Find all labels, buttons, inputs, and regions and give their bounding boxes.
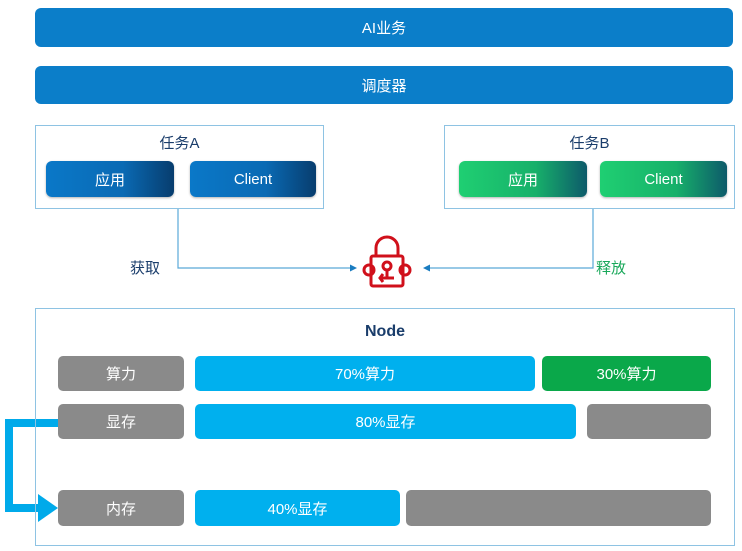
lock-icon xyxy=(362,235,412,288)
task-a-client: Client xyxy=(190,161,316,197)
task-a-box: 任务A xyxy=(35,125,324,209)
node-title: Node xyxy=(365,323,405,340)
task-b-client: Client xyxy=(600,161,727,197)
compute-label: 算力 xyxy=(58,356,184,391)
host-memory-free-segment xyxy=(406,490,711,526)
host-memory-label: 内存 xyxy=(58,490,184,526)
acquire-label: 获取 xyxy=(130,260,161,277)
gpu-memory-label: 显存 xyxy=(58,404,184,439)
task-b-title: 任务B xyxy=(569,135,610,152)
memory-transfer-arrow xyxy=(5,419,58,512)
acquire-arrowhead xyxy=(350,264,357,272)
gpu-memory-80-segment: 80%显存 xyxy=(195,404,576,439)
memory-transfer-arrowhead xyxy=(38,494,58,522)
host-memory-40-segment: 40%显存 xyxy=(195,490,400,526)
ai-business-bar: AI业务 xyxy=(35,8,733,47)
compute-70-segment: 70%算力 xyxy=(195,356,535,391)
task-b-app: 应用 xyxy=(459,161,587,197)
compute-30-segment: 30%算力 xyxy=(542,356,711,391)
node-box: Node xyxy=(35,308,735,546)
scheduler-bar: 调度器 xyxy=(35,66,733,104)
acquire-connector xyxy=(177,209,352,269)
release-connector xyxy=(428,209,594,269)
task-a-app: 应用 xyxy=(46,161,174,197)
task-a-title: 任务A xyxy=(159,135,200,152)
gpu-memory-free-segment xyxy=(587,404,711,439)
task-b-box: 任务B xyxy=(444,125,735,209)
release-label: 释放 xyxy=(596,260,627,277)
release-arrowhead xyxy=(423,264,430,272)
